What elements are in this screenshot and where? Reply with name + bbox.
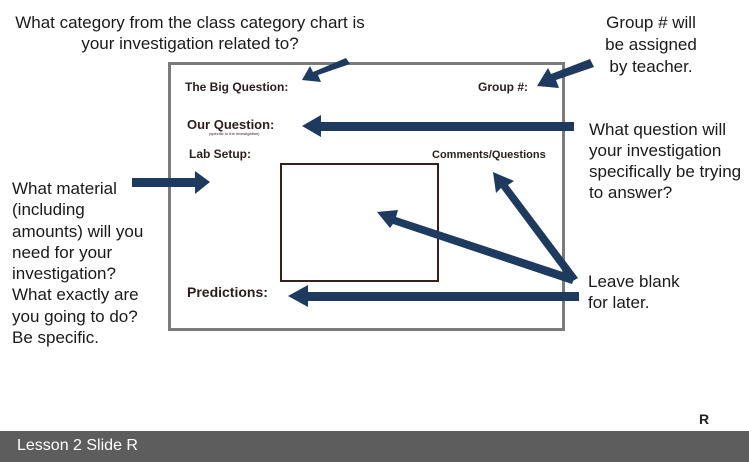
footer-label: Lesson 2 Slide R — [17, 437, 138, 454]
arrow-to-group-number — [537, 59, 594, 88]
arrow-to-lab-setup — [132, 171, 210, 194]
our-question-subtitle: (specific to the investigation) — [209, 131, 260, 136]
arrow-to-predictions — [288, 285, 579, 307]
comments-questions-label: Comments/Questions — [432, 149, 546, 161]
arrow-to-comments — [493, 172, 578, 282]
lab-setup-label: Lab Setup: — [189, 147, 251, 161]
worksheet-frame — [168, 62, 565, 331]
note-question: What question will your investigation sp… — [589, 120, 742, 202]
corner-mark: R — [699, 411, 710, 427]
arrow-to-our-question — [302, 115, 574, 137]
note-leave-blank: Leave blank for later. — [588, 272, 680, 312]
note-material: What material (including amounts) will y… — [12, 179, 144, 348]
our-question-label: Our Question: — [187, 117, 275, 132]
arrow-to-lab-box — [377, 210, 575, 284]
footer-bar: Lesson 2 Slide R — [0, 431, 749, 462]
note-category: What category from the class category ch… — [15, 13, 365, 53]
big-question-label: The Big Question: — [185, 80, 289, 94]
arrow-to-big-question — [302, 58, 350, 82]
note-group: Group # will be assigned by teacher. — [605, 13, 697, 76]
group-number-label: Group #: — [478, 80, 528, 94]
lab-setup-box — [280, 163, 439, 282]
predictions-label: Predictions: — [187, 284, 268, 300]
